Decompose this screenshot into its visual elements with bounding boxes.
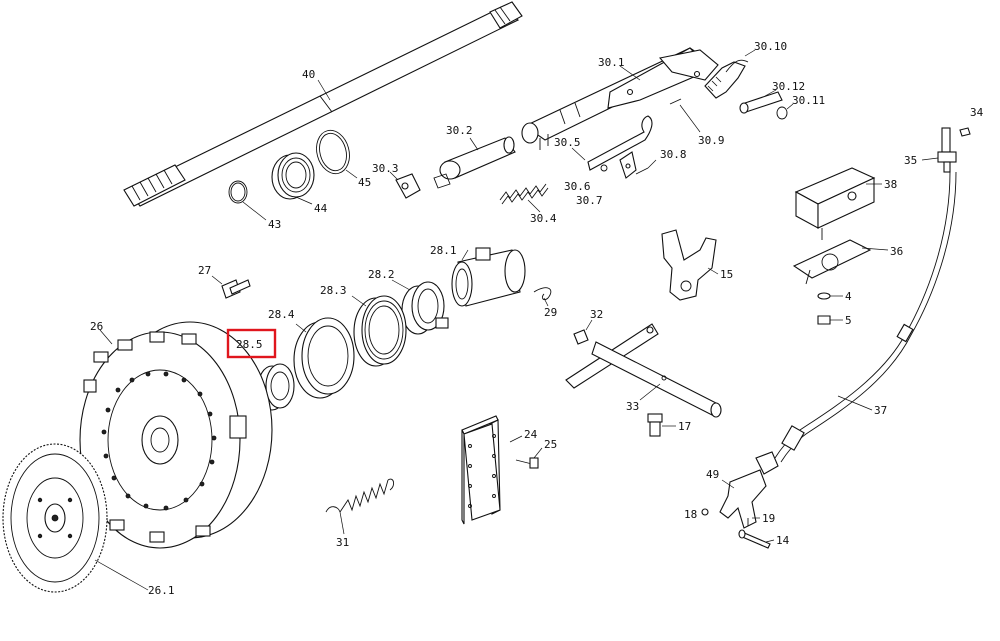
label-32: 32 bbox=[590, 308, 603, 321]
bushing-30-3 bbox=[389, 171, 421, 199]
cable-37 bbox=[774, 171, 957, 463]
label-30-6: 30.6 bbox=[564, 180, 591, 193]
label-17: 17 bbox=[678, 420, 691, 433]
plate-36 bbox=[792, 239, 889, 285]
highlight-box-28-5 bbox=[226, 328, 277, 359]
label-30-4: 30.4 bbox=[530, 212, 557, 225]
ring-28-4 bbox=[293, 317, 355, 399]
sleeve-28-1 bbox=[451, 247, 526, 307]
label-28-4: 28.4 bbox=[268, 308, 295, 321]
label-5: 5 bbox=[845, 314, 852, 327]
label-26-1: 26.1 bbox=[148, 584, 175, 597]
label-25: 25 bbox=[544, 438, 557, 451]
label-45: 45 bbox=[358, 176, 371, 189]
label-28-1: 28.1 bbox=[430, 244, 457, 257]
label-43: 43 bbox=[268, 218, 281, 231]
shaft-33 bbox=[565, 323, 722, 418]
bolt-27 bbox=[211, 275, 251, 299]
label-28-2: 28.2 bbox=[368, 268, 395, 281]
label-38: 38 bbox=[884, 178, 897, 191]
bearing-28-2 bbox=[391, 279, 449, 335]
label-37: 37 bbox=[874, 404, 887, 417]
nut-18 bbox=[701, 508, 709, 516]
nipple-32 bbox=[573, 319, 593, 345]
label-34: 34 bbox=[970, 106, 984, 119]
ring-43 bbox=[228, 180, 267, 221]
label-19: 19 bbox=[762, 512, 775, 525]
spring-31 bbox=[325, 478, 395, 535]
label-24: 24 bbox=[524, 428, 538, 441]
release-lever-30-1 bbox=[521, 47, 719, 150]
label-35: 35 bbox=[904, 154, 917, 167]
bracket-24 bbox=[461, 415, 523, 525]
label-30-3: 30.3 bbox=[372, 162, 399, 175]
sleeve-30-2 bbox=[433, 136, 516, 189]
bolt-25 bbox=[515, 447, 543, 469]
label-4: 4 bbox=[845, 290, 852, 303]
label-30-9: 30.9 bbox=[698, 134, 725, 147]
label-33: 33 bbox=[626, 400, 639, 413]
label-27: 27 bbox=[198, 264, 211, 277]
clutch-disc-26-1 bbox=[2, 443, 149, 593]
label-40: 40 bbox=[302, 68, 315, 81]
label-49: 49 bbox=[706, 468, 719, 481]
label-30-7: 30.7 bbox=[576, 194, 603, 207]
clip-30-6 bbox=[600, 164, 608, 172]
fork-49 bbox=[719, 451, 779, 529]
label-30-8: 30.8 bbox=[660, 148, 687, 161]
label-36: 36 bbox=[890, 245, 903, 258]
nut-34 bbox=[959, 127, 971, 137]
labels: 40 45 44 43 30.1 30.2 30.3 30.4 30.5 30.… bbox=[90, 40, 984, 597]
label-28-5: 28.5 bbox=[236, 338, 263, 351]
label-18: 18 bbox=[684, 508, 697, 521]
spring-30-4 bbox=[499, 183, 549, 213]
pin-14 bbox=[738, 529, 775, 549]
bracket-38 bbox=[794, 167, 882, 240]
label-14: 14 bbox=[776, 534, 790, 547]
label-30-5: 30.5 bbox=[554, 136, 581, 149]
label-28-3: 28.3 bbox=[320, 284, 347, 297]
rod-30-5 bbox=[571, 115, 653, 171]
clip-30-11 bbox=[776, 103, 794, 120]
label-31: 31 bbox=[336, 536, 349, 549]
label-29: 29 bbox=[544, 306, 557, 319]
label-30-11: 30.11 bbox=[792, 94, 825, 107]
fork-15 bbox=[661, 229, 719, 301]
plug-17 bbox=[647, 413, 676, 437]
bolt-30-8 bbox=[635, 159, 657, 175]
label-30-2: 30.2 bbox=[446, 124, 473, 137]
label-30-12: 30.12 bbox=[772, 80, 805, 93]
clip-29 bbox=[533, 287, 552, 307]
label-30-10: 30.10 bbox=[754, 40, 787, 53]
pin-30-12 bbox=[739, 89, 783, 114]
label-15: 15 bbox=[720, 268, 733, 281]
washer-4 bbox=[817, 292, 843, 300]
pin-30-9 bbox=[669, 98, 701, 133]
bearing-28-3 bbox=[351, 295, 407, 367]
circlip-45 bbox=[316, 129, 358, 179]
nut-5 bbox=[817, 315, 843, 325]
cable-end-35 bbox=[921, 127, 957, 173]
fork-30-10 bbox=[704, 49, 756, 99]
bearing-44 bbox=[271, 152, 315, 205]
label-30-1: 30.1 bbox=[598, 56, 625, 69]
label-26: 26 bbox=[90, 320, 103, 333]
label-44: 44 bbox=[314, 202, 328, 215]
pin-19 bbox=[747, 517, 760, 526]
shaft-40 bbox=[123, 1, 523, 207]
bracket-30-7 bbox=[619, 151, 637, 179]
